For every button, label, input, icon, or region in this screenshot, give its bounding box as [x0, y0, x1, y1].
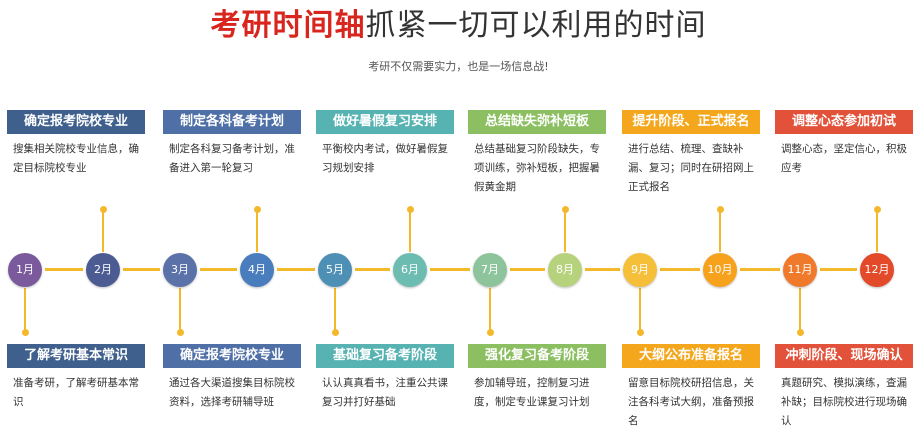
timeline-dash — [123, 268, 160, 271]
stem-down — [639, 288, 641, 332]
bottom-stage-description: 真题研究、模拟演练，查漏补缺；目标院校进行现场确认 — [781, 377, 907, 427]
bottom-stage-description: 通过各大渠道搜集目标院校资料，选择考研辅导班 — [169, 377, 295, 408]
timeline-dash — [740, 268, 780, 271]
timeline-dash — [355, 268, 390, 271]
stem-up — [256, 210, 258, 252]
top-stage-description: 平衡校内考试，做好暑假复习规划安排 — [322, 143, 448, 174]
top-stage-description: 进行总结、梳理、查缺补漏、复习；同时在研招网上正式报名 — [628, 143, 754, 193]
bottom-stage-description: 准备考研，了解考研基本常识 — [13, 377, 139, 408]
stem-dot — [331, 329, 339, 336]
top-stage-label: 做好暑假复习安排 — [316, 110, 454, 134]
month-marker: 5月 — [318, 253, 352, 287]
stem-dot — [21, 329, 29, 336]
timeline-dash — [277, 268, 315, 271]
page-title: 考研时间轴抓紧一切可以利用的时间 — [0, 8, 917, 44]
stem-dot — [486, 329, 494, 336]
stem-down — [24, 288, 26, 332]
bottom-stage-label: 强化复习备考阶段 — [468, 344, 606, 368]
month-marker: 8月 — [548, 253, 582, 287]
month-marker: 1月 — [8, 253, 42, 287]
stem-down — [799, 288, 801, 332]
top-stage-label: 提升阶段、正式报名 — [622, 110, 760, 134]
stem-up — [102, 210, 104, 252]
stem-dot — [636, 329, 644, 336]
top-stage-description: 调整心态，坚定信心，积极应考 — [781, 143, 907, 174]
bottom-stage-label: 冲刺阶段、现场确认 — [775, 344, 913, 368]
bottom-stage-description: 留意目标院校研招信息，关注各科考试大纲，准备预报名 — [628, 377, 754, 427]
stem-down — [489, 288, 491, 332]
month-marker: 6月 — [393, 253, 427, 287]
top-stage-description: 总结基础复习阶段缺失，专项训练，弥补短板，把握暑假黄金期 — [474, 143, 600, 193]
timeline-dash — [430, 268, 470, 271]
bottom-stage-label: 大纲公布准备报名 — [622, 344, 760, 368]
bottom-stage-description: 参加辅导班，控制复习进度，制定专业课复习计划 — [474, 377, 590, 408]
timeline-dash — [820, 268, 857, 271]
bottom-stage-description: 认认真真看书，注重公共课复习并打好基础 — [322, 377, 448, 408]
stem-up — [719, 210, 721, 252]
stem-up — [876, 210, 878, 252]
bottom-stage-label: 确定报考院校专业 — [163, 344, 301, 368]
top-stage-label: 确定报考院校专业 — [7, 110, 145, 134]
top-stage-description: 搜集相关院校专业信息，确定目标院校专业 — [13, 143, 139, 174]
month-marker: 7月 — [473, 253, 507, 287]
stem-dot — [796, 329, 804, 336]
stem-down — [334, 288, 336, 332]
title-highlight: 考研时间轴 — [210, 8, 366, 43]
stem-down — [179, 288, 181, 332]
top-stage-description: 制定各科复习备考计划，准备进入第一轮复习 — [169, 143, 295, 174]
stem-dot — [716, 206, 724, 213]
month-marker: 9月 — [623, 253, 657, 287]
stem-dot — [561, 206, 569, 213]
stem-dot — [253, 206, 261, 213]
timeline-dash — [200, 268, 237, 271]
stem-dot — [406, 206, 414, 213]
month-marker: 11月 — [783, 253, 817, 287]
month-marker: 12月 — [860, 253, 894, 287]
stem-up — [409, 210, 411, 252]
top-stage-label: 调整心态参加初试 — [775, 110, 913, 134]
timeline-dash — [45, 268, 83, 271]
timeline-dash — [510, 268, 545, 271]
month-marker: 10月 — [703, 253, 737, 287]
stem-dot — [873, 206, 881, 213]
top-stage-label: 总结缺失弥补短板 — [468, 110, 606, 134]
page-subtitle: 考研不仅需要实力，也是一场信息战! — [368, 60, 549, 73]
stem-dot — [99, 206, 107, 213]
month-marker: 4月 — [240, 253, 274, 287]
month-marker: 3月 — [163, 253, 197, 287]
timeline-dash — [585, 268, 620, 271]
month-marker: 2月 — [86, 253, 120, 287]
stem-up — [564, 210, 566, 252]
timeline-dash — [660, 268, 700, 271]
top-stage-label: 制定各科备考计划 — [163, 110, 301, 134]
bottom-stage-label: 了解考研基本常识 — [7, 344, 145, 368]
title-rest: 抓紧一切可以利用的时间 — [365, 8, 707, 43]
bottom-stage-label: 基础复习备考阶段 — [316, 344, 454, 368]
stem-dot — [176, 329, 184, 336]
